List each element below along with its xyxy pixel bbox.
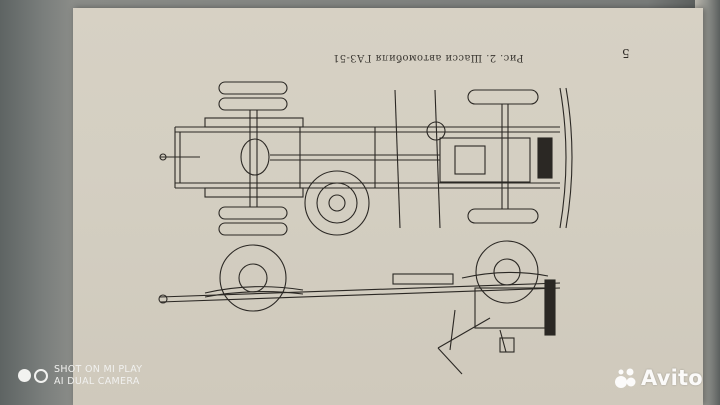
avito-wordmark: Avito — [641, 366, 703, 390]
rear-wheel-top-inner — [218, 97, 288, 111]
front-wheel-side — [475, 240, 539, 304]
rear-spring-top — [204, 117, 304, 128]
rear-wheel-bottom-outer — [218, 222, 288, 236]
camera-watermark-line1: SHOT ON MI PLAY — [54, 364, 143, 375]
starting-crank — [437, 317, 491, 349]
avito-watermark: Avito — [614, 366, 703, 390]
rear-spring-bottom — [204, 187, 304, 198]
radiator — [537, 137, 553, 179]
rear-wheel-top-outer — [218, 81, 288, 95]
front-wheel-bottom — [467, 208, 539, 224]
front-spring-side — [461, 271, 549, 279]
steering-wheel — [426, 121, 446, 141]
rear-wheel-side — [219, 244, 287, 312]
camera-watermark-line2: AI DUAL CAMERA — [54, 376, 140, 387]
engine-block — [439, 137, 531, 183]
camera-watermark: SHOT ON MI PLAY AI DUAL CAMERA — [18, 364, 142, 388]
front-bumper — [559, 87, 567, 229]
camera-logo-icon — [18, 369, 48, 383]
avito-logo-icon — [615, 368, 636, 388]
front-wheel-top — [467, 89, 539, 105]
pedal-lever — [449, 309, 456, 351]
book-page — [73, 8, 703, 405]
crossmember-mid — [394, 89, 401, 229]
rear-wheel-bottom-inner — [218, 206, 288, 220]
rear-spring-side — [204, 286, 304, 294]
exhaust-pipe — [392, 273, 454, 285]
differential-housing — [240, 138, 270, 176]
chassis-side-view — [158, 240, 561, 375]
frame-side-rail — [159, 282, 561, 298]
chassis-top-view — [159, 81, 573, 236]
spare-wheel — [304, 170, 370, 236]
